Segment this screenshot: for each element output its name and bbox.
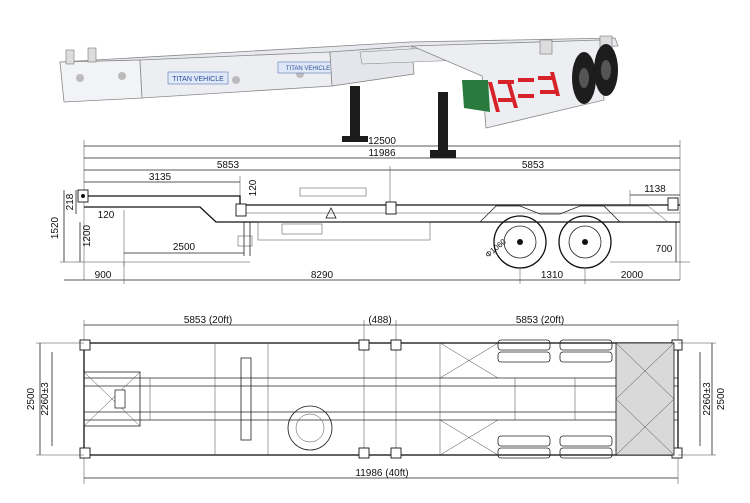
dim-gooseneck: 3135 [149,172,172,183]
axle-tag: Φ1060 [484,237,509,260]
brand-plate-left: TITAN VEHICLE [172,76,224,83]
dim-inner-right: 2260±3 [702,382,713,416]
dim-inner-left: 2260±3 [40,382,51,416]
dim-kingpin-offset: 120 [98,210,115,221]
dim-front-overhang: 900 [95,270,112,281]
dim-frame-height: 1200 [82,224,93,247]
dim-fifth-wheel-height: 1520 [50,216,61,239]
dim-top-total: 11986 (40ft) [355,468,408,479]
dim-rear-height: 700 [656,244,673,255]
dim-top-front: 5853 (20ft) [184,315,232,326]
dim-width-left: 2500 [26,387,37,410]
trailer-photo: TITAN VEHICLE TITAN VEHICLE [59,35,619,158]
dim-landing-gear: 2500 [173,242,196,253]
dim-front-section: 5853 [217,160,240,171]
dim-top-rear: 5853 (20ft) [516,315,564,326]
brand-plate-right: TITAN VEHICLE [286,66,330,72]
dim-neck-step: 120 [248,179,259,196]
dim-axle-spread: 1310 [541,270,564,281]
dim-rear-overhang: 2000 [621,270,644,281]
dim-wheelbase: 8290 [311,270,334,281]
dim-kingpin-left: 218 [65,193,76,210]
top-view-drawing: 5853 (20ft) (488) 5853 (20ft) [26,315,727,484]
dim-frame-length: 11986 [368,148,396,159]
side-view-drawing: 12500 11986 5853 5853 3135 1138 120 [50,136,690,284]
dim-rear-section: 5853 [522,160,545,171]
dim-rear-end: 1138 [644,184,666,195]
dim-top-center: (488) [368,315,391,326]
dim-width-right: 2500 [716,387,727,410]
dim-overall-length: 12500 [368,136,396,147]
